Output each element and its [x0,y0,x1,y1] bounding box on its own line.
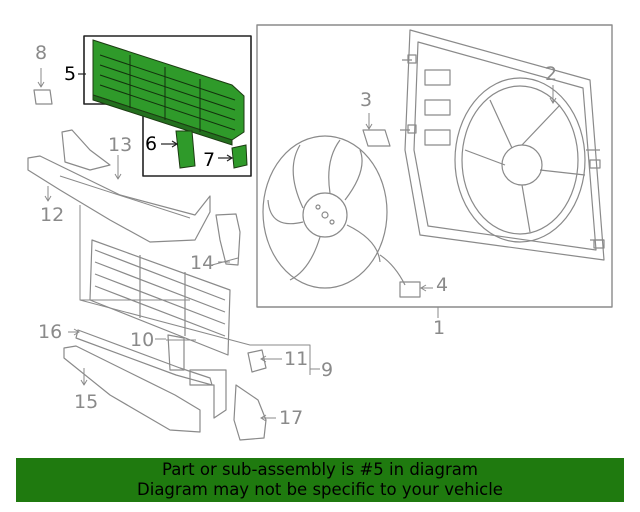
banner-line-2: Diagram may not be specific to your vehi… [137,480,503,499]
cooling-fan [262,135,406,289]
fan-shroud [400,29,605,261]
fan-assembly-group-box [256,24,613,308]
callout-8: 8 [35,42,48,64]
callout-17: 17 [279,407,304,429]
callout-5: 5 [64,63,77,85]
highlighted-part-5 [92,39,245,146]
banner-line-1: Part or sub-assembly is #5 in diagram [162,460,478,479]
seal-part-10 [167,334,185,371]
callout-12: 12 [40,204,65,226]
parts-diagram [27,24,613,441]
callout-4: 4 [436,274,449,296]
air-guide-lower [27,155,211,243]
bracket-part-17 [233,384,267,441]
pad-part-3 [362,129,391,147]
callout-15: 15 [74,391,99,413]
lower-deflector-15 [63,345,201,433]
upper-bracket [61,129,111,171]
info-banner: Part or sub-assembly is #5 in diagram Di… [16,458,624,502]
sensor-part-11 [247,349,267,373]
callout-10: 10 [130,329,155,351]
bracket-part-14 [215,213,241,266]
actuator-part-6 [175,130,196,169]
fan-connector [399,281,421,298]
lower-shutter-grille [89,239,231,356]
side-bracket-left [189,369,227,419]
callout-14: 14 [190,252,215,274]
callout-6: 6 [145,133,158,155]
grille-group-outline [79,205,311,375]
callout-3: 3 [360,89,373,111]
callout-11: 11 [284,348,309,370]
motor-part-7 [231,144,248,169]
callout-9: 9 [321,359,334,381]
shutter-group-box [83,35,252,177]
callout-2: 2 [545,63,558,85]
callout-16: 16 [38,321,63,343]
clip-part-8 [33,89,53,105]
callout-1: 1 [433,317,446,339]
callout-13: 13 [108,134,133,156]
callout-7: 7 [203,149,216,171]
